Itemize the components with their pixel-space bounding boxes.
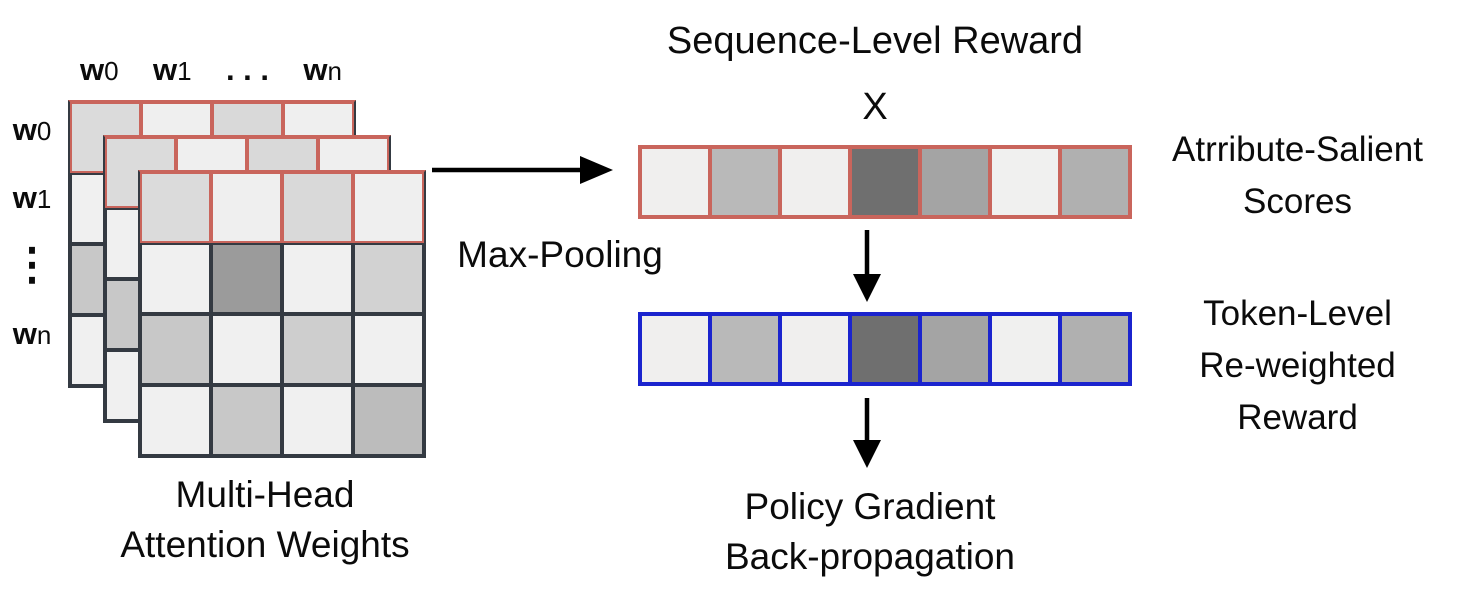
policy-gradient-label-line-2: Back-propagation: [724, 536, 1016, 577]
token-level-reward-row: [638, 312, 1132, 386]
row-label: wn: [2, 316, 62, 352]
matrix-cell: [211, 385, 282, 456]
token-level-label-line-2: Re-weighted: [1199, 346, 1396, 385]
token-level-label-line-1: Token-Level: [1203, 294, 1392, 333]
caption-line-1: Multi-Head: [175, 474, 355, 515]
label-sub: 1: [177, 56, 192, 86]
salient-score-cell: [780, 147, 850, 217]
matrices-caption: Multi-Head Attention Weights: [95, 470, 435, 570]
down-arrow-icon-2: [853, 398, 881, 468]
label-base: w: [12, 112, 37, 147]
matrix-cell: [140, 243, 211, 314]
token-reward-cell: [640, 314, 710, 384]
salient-score-cell: [850, 147, 920, 217]
label-base: w: [303, 52, 328, 87]
row-label: w1: [2, 180, 62, 216]
attribute-salient-scores-row: [638, 145, 1132, 219]
down-arrow-icon-1: [853, 230, 881, 302]
token-reward-cell: [850, 314, 920, 384]
matrix-cell: [353, 243, 424, 314]
policy-gradient-label: Policy Gradient Back-propagation: [640, 482, 1100, 582]
attention-head-matrix: [138, 170, 426, 458]
column-label: wn: [303, 52, 342, 88]
salient-score-cell: [990, 147, 1060, 217]
token-reward-cell: [710, 314, 780, 384]
matrix-cell: [140, 314, 211, 385]
token-reward-cell: [1060, 314, 1130, 384]
label-sub: n: [327, 56, 342, 86]
multiply-symbol: X: [862, 86, 888, 128]
label-base: ⋮: [10, 240, 54, 289]
label-sub: 0: [104, 56, 119, 86]
column-label: . . .: [226, 52, 269, 88]
matrix-cell: [140, 385, 211, 456]
token-reward-cell: [780, 314, 850, 384]
matrix-cell: [353, 385, 424, 456]
label-sub: 1: [36, 184, 52, 214]
matrix-cell: [353, 172, 424, 243]
label-sub: n: [36, 320, 52, 350]
label-base: w: [12, 316, 37, 351]
token-level-label-line-3: Reward: [1237, 398, 1358, 437]
matrix-cell: [282, 385, 353, 456]
label-base: . . .: [225, 52, 270, 87]
label-base: w: [152, 52, 178, 87]
policy-gradient-label-line-1: Policy Gradient: [744, 486, 996, 527]
column-label: w0: [80, 52, 119, 88]
matrix-cell: [282, 172, 353, 243]
row-label: ⋮: [2, 243, 62, 287]
matrix-cell: [211, 172, 282, 243]
max-pooling-arrow-icon: [432, 156, 613, 184]
matrix-cell: [211, 243, 282, 314]
token-level-label: Token-Level Re-weighted Reward: [1135, 288, 1460, 444]
label-base: w: [80, 52, 105, 87]
attribute-salient-label-line-1: Atrribute-Salient: [1172, 130, 1423, 169]
label-base: w: [12, 180, 37, 215]
matrix-cell: [140, 172, 211, 243]
matrix-cell: [282, 243, 353, 314]
sequence-reward-title: Sequence-Level Reward: [666, 20, 1084, 62]
salient-score-cell: [920, 147, 990, 217]
token-reward-cell: [920, 314, 990, 384]
attribute-salient-label-line-2: Scores: [1243, 182, 1352, 221]
caption-line-2: Attention Weights: [120, 524, 410, 565]
label-sub: 0: [36, 116, 52, 146]
salient-score-cell: [640, 147, 710, 217]
matrix-cell: [353, 314, 424, 385]
row-label: w0: [2, 112, 62, 148]
salient-score-cell: [710, 147, 780, 217]
max-pooling-label: Max-Pooling: [457, 234, 663, 275]
attribute-salient-label: Atrribute-Salient Scores: [1135, 124, 1460, 228]
matrix-cell: [282, 314, 353, 385]
column-label: w1: [153, 52, 192, 88]
salient-score-cell: [1060, 147, 1130, 217]
matrix-cell: [211, 314, 282, 385]
token-reward-cell: [990, 314, 1060, 384]
